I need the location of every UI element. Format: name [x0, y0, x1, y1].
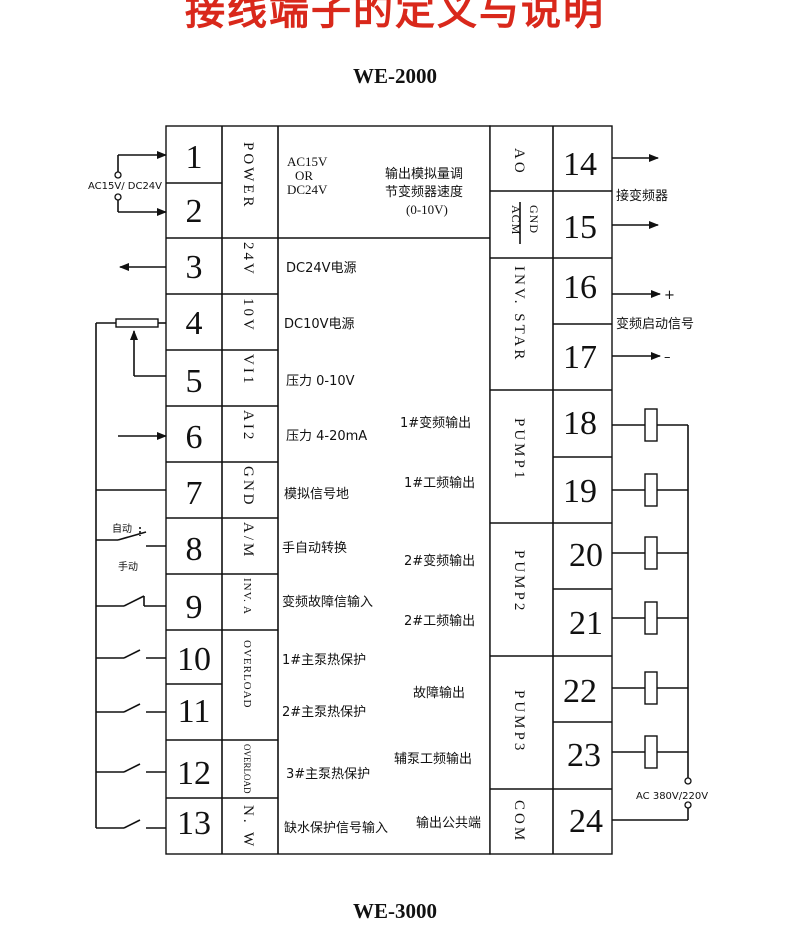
- code-com: COM: [511, 800, 527, 843]
- page-title: 接线端子的定义与说明: [185, 0, 605, 34]
- desc-terminal-24: 输出公共端: [416, 815, 481, 831]
- desc-terminal-3: DC24V电源: [286, 261, 357, 276]
- desc-terminal-18: 1#变频输出: [400, 415, 471, 431]
- terminal-9: 9: [186, 589, 203, 626]
- desc-terminal-20: 2#变频输出: [404, 553, 475, 569]
- terminal-5: 5: [186, 363, 203, 400]
- desc-terminal-5: 压力 0-10V: [286, 374, 355, 389]
- terminal-21: 21: [569, 605, 603, 642]
- desc-terminal-7: 模拟信号地: [284, 487, 349, 502]
- model-label-bottom: WE-3000: [353, 899, 437, 923]
- code-pump3: PUMP3: [511, 690, 527, 753]
- start-signal-label: 变频启动信号: [616, 316, 694, 332]
- right-block-outline: [489, 125, 613, 855]
- code-ao: AO: [511, 148, 527, 176]
- ac-supply-label: AC 380V/220V: [636, 791, 708, 802]
- code-am: A/M: [240, 522, 256, 559]
- desc-terminal-8: 手自动转换: [282, 541, 347, 556]
- terminal-12: 12: [177, 755, 211, 792]
- terminal-23: 23: [567, 737, 601, 774]
- minus-label: –: [664, 350, 671, 365]
- code-vi1: VI1: [240, 354, 256, 386]
- desc-ao-line2: 节变频器速度: [385, 184, 463, 200]
- desc-ac15v: AC15V: [287, 154, 328, 169]
- code-ai2: AI2: [240, 410, 256, 442]
- code-inva: INV. A: [241, 578, 253, 615]
- desc-terminal-9: 变频故障信输入: [282, 594, 373, 610]
- terminal-24: 24: [569, 803, 603, 840]
- right-terminal-block: 14 15 16 17 18 19 20 21 22 23 24 AO ACM …: [385, 125, 613, 855]
- terminal-22: 22: [563, 673, 597, 710]
- desc-terminal-23: 辅泵工频输出: [394, 751, 472, 767]
- code-pump1: PUMP1: [511, 418, 527, 481]
- desc-terminal-12: 3#主泵热保护: [286, 767, 370, 782]
- terminal-8: 8: [186, 531, 203, 568]
- desc-dc24v: DC24V: [287, 182, 328, 197]
- desc-ao-line1: 输出模拟量调: [385, 166, 463, 182]
- desc-terminal-22: 故障输出: [413, 685, 465, 701]
- code-pump2: PUMP2: [511, 550, 527, 613]
- terminal-15: 15: [563, 209, 597, 246]
- relay-coils: [612, 408, 688, 769]
- code-power: POWER: [240, 142, 256, 210]
- terminal-17: 17: [563, 339, 597, 376]
- terminal-7: 7: [186, 475, 203, 512]
- supply-label: AC15V/ DC24V: [88, 181, 162, 192]
- plus-label: +: [664, 288, 675, 303]
- code-10v: 10V: [240, 298, 256, 333]
- terminal-14: 14: [563, 146, 597, 183]
- potentiometer: [115, 318, 159, 328]
- terminal-2: 2: [186, 193, 203, 230]
- code-gnd: GND: [240, 466, 256, 508]
- code-overload: OVERLOAD: [241, 640, 253, 709]
- terminal-3: 3: [186, 249, 203, 286]
- terminal-19: 19: [563, 473, 597, 510]
- model-label-top: WE-2000: [353, 64, 437, 88]
- terminal-4: 4: [186, 305, 203, 342]
- code-nw: N. W: [240, 805, 256, 849]
- right-external-wiring: 接变频器 + 变频启动信号 – AC 380V/220V: [612, 154, 708, 821]
- manual-label: 手动: [118, 560, 138, 573]
- desc-ao-line3: (0-10V): [406, 202, 448, 217]
- code-acm: ACM: [509, 205, 523, 235]
- terminal-6: 6: [186, 419, 203, 456]
- desc-or: OR: [295, 168, 313, 183]
- desc-terminal-13: 缺水保护信号输入: [284, 820, 388, 836]
- terminal-1: 1: [186, 139, 203, 176]
- desc-terminal-21: 2#工频输出: [404, 613, 475, 629]
- to-inverter-label: 接变频器: [616, 188, 668, 204]
- desc-terminal-6: 压力 4-20mA: [286, 429, 367, 444]
- terminal-16: 16: [563, 269, 597, 306]
- desc-terminal-4: DC10V电源: [284, 317, 355, 332]
- left-external-wiring: AC15V/ DC24V 自动 手动: [88, 151, 167, 829]
- code-inv-star: INV. STAR: [511, 266, 527, 362]
- code-24v: 24V: [240, 242, 256, 277]
- terminal-18: 18: [563, 405, 597, 442]
- terminal-11: 11: [178, 693, 211, 730]
- code-overload-12: OVERLOAD: [242, 744, 252, 794]
- terminal-10: 10: [177, 641, 211, 678]
- code-gnd-right: GND: [527, 205, 541, 234]
- terminal-13: 13: [177, 805, 211, 842]
- desc-terminal-19: 1#工频输出: [404, 475, 475, 491]
- desc-terminal-10: 1#主泵热保护: [282, 653, 366, 668]
- desc-terminal-11: 2#主泵热保护: [282, 705, 366, 720]
- auto-label: 自动: [112, 522, 132, 535]
- terminal-20: 20: [569, 537, 603, 574]
